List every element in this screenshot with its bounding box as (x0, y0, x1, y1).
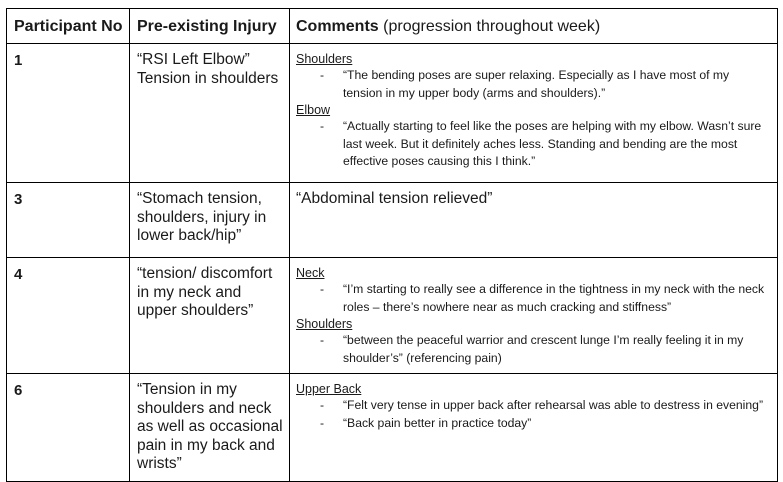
injury-cell: “RSI Left Elbow” Tension in shoulders (129, 43, 290, 183)
comments-cell: Upper Back -“Felt very tense in upper ba… (289, 373, 778, 482)
header-participant: Participant No (6, 8, 130, 44)
comments-cell: Shoulders -“The bending poses are super … (289, 43, 778, 183)
comment-quote: -“Felt very tense in upper back after re… (296, 397, 769, 415)
comment-quote: -“Actually starting to feel like the pos… (320, 119, 762, 168)
comment-quote: -“The bending poses are super relaxing. … (320, 68, 730, 100)
comments-cell: Neck -“I’m starting to really see a diff… (289, 257, 778, 374)
comment-quote: -“between the peaceful warrior and cresc… (320, 333, 744, 365)
comment-quote: -“I’m starting to really see a differenc… (320, 282, 765, 314)
injury-cell: “Tension in my shoulders and neck as wel… (129, 373, 290, 482)
bullet-dash: - (320, 398, 325, 412)
injury-cell: “tension/ discomfort in my neck and uppe… (129, 257, 290, 374)
section-title: Upper Back (296, 382, 362, 396)
bullet-dash: - (320, 333, 325, 347)
section-title: Shoulders (296, 52, 353, 66)
section-title: Shoulders (296, 317, 353, 331)
header-row: Participant No Pre-existing Injury Comme… (6, 8, 778, 44)
table-row: 4 “tension/ discomfort in my neck and up… (6, 257, 778, 374)
bullet-dash: - (320, 119, 325, 133)
comment-quote: -“Back pain better in practice today” (296, 415, 769, 433)
participant-cell: 6 (6, 373, 130, 482)
section-title: Neck (296, 266, 325, 280)
injury-cell: “Stomach tension, shoulders, injury in l… (129, 182, 290, 258)
participant-cell: 1 (6, 43, 130, 183)
comments-cell: “Abdominal tension relieved” (289, 182, 778, 258)
table-row: 6 “Tension in my shoulders and neck as w… (6, 373, 778, 482)
header-comments: Comments (progression throughout week) (289, 8, 778, 44)
header-comments-bold: Comments (296, 18, 379, 35)
table-row: 1 “RSI Left Elbow” Tension in shoulders … (6, 43, 778, 183)
header-injury: Pre-existing Injury (129, 8, 290, 44)
section-title: Elbow (296, 103, 331, 117)
participant-cell: 4 (6, 257, 130, 374)
bullet-dash: - (320, 415, 325, 430)
participant-table: Participant No Pre-existing Injury Comme… (6, 8, 778, 482)
table-row: 3 “Stomach tension, shoulders, injury in… (6, 182, 778, 258)
comment-text: “Abdominal tension relieved” (296, 190, 493, 207)
header-comments-note: (progression throughout week) (378, 18, 601, 35)
bullet-dash: - (320, 68, 325, 82)
bullet-dash: - (320, 282, 325, 296)
participant-cell: 3 (6, 182, 130, 258)
